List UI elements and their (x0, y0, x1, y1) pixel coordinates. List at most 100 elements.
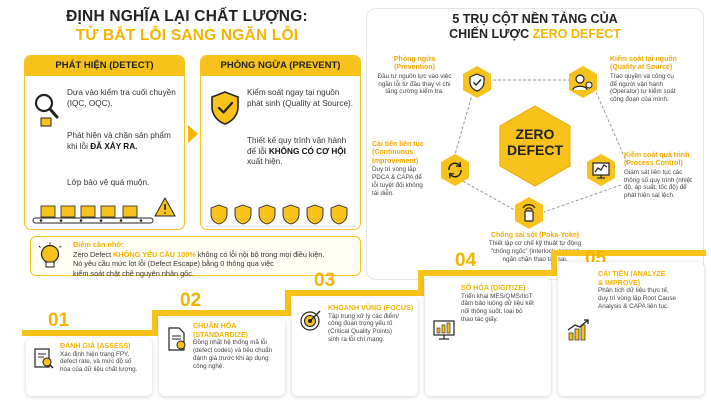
stair-3 (288, 290, 424, 296)
step-4-desc1: Triển khai MES/QMS/IIoT (461, 292, 533, 300)
detect-card: PHÁT HIỆN (DETECT) Dựa vào kiểm tra cuối… (24, 55, 185, 230)
pillar-source-icon (569, 66, 597, 98)
prevent-text-2-bold: KHÔNG CÓ CƠ HỘI (268, 146, 346, 156)
pillar-prevention-subtitle: (Prevention) (394, 64, 435, 72)
step-4-desc3: nối thông suốt, loại bỏ (461, 308, 523, 316)
step-5-desc3: Analysis & CAPA liên tục. (598, 302, 669, 310)
step-1-text: ĐÁNH GIÁ (ASSESS) Xác định hiện trạng FP… (60, 342, 150, 374)
pillar-process-title: Kiểm soát quá trình (624, 152, 690, 159)
pillars-title-line2: CHIẾN LƯỢC ZERO DEFECT (366, 27, 704, 41)
shield-row-icon (207, 204, 357, 227)
pillar-improve-title: Cải tiến liên tục (372, 141, 424, 148)
main-title-line2: TỪ BẮT LỖI SANG NGĂN LỖI (75, 27, 299, 44)
magnifier-icon (34, 93, 59, 127)
step-1-desc3: hóa của dữ liệu chất lượng. (60, 366, 138, 374)
pillar-process-desc1: Giám sát liên tục các (624, 168, 683, 176)
center-line1: ZERO (515, 126, 555, 142)
clipboard-search-icon (34, 348, 54, 369)
stair-5 (554, 250, 706, 256)
pillar-network (453, 79, 629, 213)
pillar-pokayoke: Chống sai sót (Poka-Yoke) Thiết lập cơ c… (470, 232, 600, 264)
pillar-prevention-desc1: Đầu tư nguồn lực vào việc (377, 72, 452, 80)
digital-dashboard-icon (433, 320, 455, 340)
pillar-process: Kiểm soát quá trình (Process Control) Gi… (624, 152, 704, 200)
pillar-source-subtitle: (Quality at Source) (610, 64, 673, 72)
note-line1-pre: Zero Defect (73, 249, 112, 259)
step-3-desc1: Tập trung xử lý các điểm/ (328, 312, 400, 320)
step-2-number: 02 (180, 290, 202, 311)
pillar-process-icon (587, 154, 615, 186)
note-line1-post: không có lỗi nội bộ trong mọi điều kiện. (197, 249, 325, 259)
note-line2: Nó yêu cầu mức lọt lỗi (Defect Escape) b… (73, 259, 274, 269)
pillar-improve-icon (441, 154, 469, 186)
step-2-desc2: (defect codes) và tiêu chuẩn (193, 346, 273, 354)
step-4-desc2: đảm bảo luồng dữ liệu kết (461, 300, 534, 308)
detect-text-2-bold: ĐÃ XẢY RA. (90, 141, 138, 151)
note-box: Điểm cần nhớ: Zero Defect KHÔNG YÊU CẦU … (30, 236, 361, 278)
step-3-desc3: (Critical Quality Points) (328, 328, 393, 336)
detect-text-2: Phát hiện và chặn sản phẩm khi lỗi ĐÃ XẢ… (67, 131, 179, 152)
step-1-card: ĐÁNH GIÁ (ASSESS) Xác định hiện trạng FP… (26, 338, 152, 396)
main-title-line1: ĐỊNH NGHĨA LẠI CHẤT LƯỢNG: (66, 8, 308, 25)
pillar-improve-desc4: tái diễn. (372, 189, 395, 197)
lightbulb-icon (38, 242, 62, 268)
pillar-prevention: Phòng ngừa (Prevention) Đầu tư nguồn lực… (372, 56, 457, 96)
prevent-text-1: Kiểm soát ngay tại nguồn phát sinh (Qual… (247, 88, 354, 108)
pillar-improve: Cải tiến liên tục (Continuous Improvemen… (372, 141, 440, 197)
pillar-improve-subtitle2: Improvement) (372, 157, 419, 165)
step-1-number: 01 (48, 310, 70, 331)
stair-riser-2 (285, 290, 291, 316)
step-5-card: CẢI TIẾN (ANALYZE & IMPROVE) Phân tích d… (558, 262, 704, 396)
zero-defect-center: ZERO DEFECT (502, 126, 568, 158)
step-2-text: CHUẨN HÓA (STANDARDIZE) Đồng nhất hệ thố… (193, 322, 283, 371)
detect-text-2-main: Phát hiện và chặn sản phẩm khi lỗi (67, 131, 171, 151)
pillar-source-desc3: (Operator) tự kiểm soát (610, 88, 676, 96)
detect-text-3: Lớp bảo vệ quá muộn. (67, 178, 150, 187)
stair-riser-3 (418, 270, 424, 296)
pillar-prevention-desc3: tăng cường kiểm tra. (385, 88, 444, 96)
prevent-text-2-main: Thiết kế quy trình vận hành để lỗi (247, 136, 347, 156)
prevent-title: PHÒNG NGỪA (PREVENT) (201, 56, 360, 76)
step-4-text: SỐ HÓA (DIGITIZE) Triển khai MES/QMS/IIo… (461, 284, 549, 324)
pillar-source-desc1: Trao quyền và công cụ (610, 72, 674, 80)
step-4-title: SỐ HÓA (DIGITIZE) (461, 284, 526, 292)
pillar-improve-desc2: PDCA & CAPA để (372, 174, 422, 182)
center-line2: DEFECT (507, 142, 563, 158)
pillars-title-pre: CHIẾN LƯỢC (449, 27, 530, 41)
step-4-number: 04 (455, 250, 477, 271)
step-4-desc4: thao tác giấy. (461, 316, 498, 324)
step-2-card: CHUẨN HÓA (STANDARDIZE) Đồng nhất hệ thố… (159, 318, 285, 396)
stair-riser-4 (551, 250, 557, 276)
detect-text-1: Dựa vào kiểm tra cuối chuyền (IQC, OQC). (67, 88, 176, 108)
pillar-pokayoke-title: Chống sai sót (Poka-Yoke) (490, 232, 580, 239)
step-2-title: CHUẨN HÓA (193, 322, 237, 330)
pillar-improve-subtitle1: (Continuous (372, 149, 414, 157)
target-icon (300, 310, 321, 331)
pillar-improve-desc3: lỗi tuyệt đối không (372, 181, 423, 189)
stair-4 (421, 270, 557, 276)
pillar-prevention-desc2: ngăn lỗi từ đầu thay vì chi (378, 80, 451, 88)
stair-2 (155, 310, 291, 316)
step-2-desc1: Đồng nhất hệ thống mã lỗi (193, 339, 267, 346)
pillar-improve-desc1: Duy trì vòng lặp (372, 166, 417, 174)
step-1-desc2: defect rate, và mức độ số (60, 358, 132, 366)
prevent-text-2: Thiết kế quy trình vận hành để lỗi KHÔNG… (247, 136, 357, 168)
step-1-title: ĐÁNH GIÁ (ASSESS) (60, 342, 131, 350)
prevent-card: PHÒNG NGỪA (PREVENT) Kiểm soát ngay tại … (200, 55, 361, 230)
shield-check-icon (211, 91, 239, 125)
stair-1 (22, 330, 158, 336)
step-5-text: CẢI TIẾN (ANALYZE & IMPROVE) Phân tích d… (598, 270, 702, 311)
step-2-desc3: đánh giá trước khi áp dụng (193, 354, 269, 362)
step-3-desc2: công đoạn trọng yếu tố (328, 320, 393, 328)
prevent-text-2-tail: xuất hiện. (247, 157, 283, 167)
step-5-title: CẢI TIẾN (ANALYZE (598, 270, 666, 278)
pillar-source: Kiểm soát tại nguồn (Quality at Source) … (610, 56, 702, 104)
step-5-desc1: Phân tích dữ liệu thực tế, (598, 287, 669, 294)
document-standard-icon (168, 327, 186, 351)
pillar-source-desc2: để người vận hành (610, 80, 664, 88)
step-3-desc4: sinh ra lỗi chí mạng. (328, 336, 385, 344)
growth-chart-icon (567, 319, 589, 341)
step-1-desc1: Xác định hiện trạng FPY, (60, 350, 130, 358)
step-2-subtitle: (STANDARDIZE) (193, 330, 249, 339)
step-5-subtitle: & IMPROVE) (598, 278, 641, 287)
